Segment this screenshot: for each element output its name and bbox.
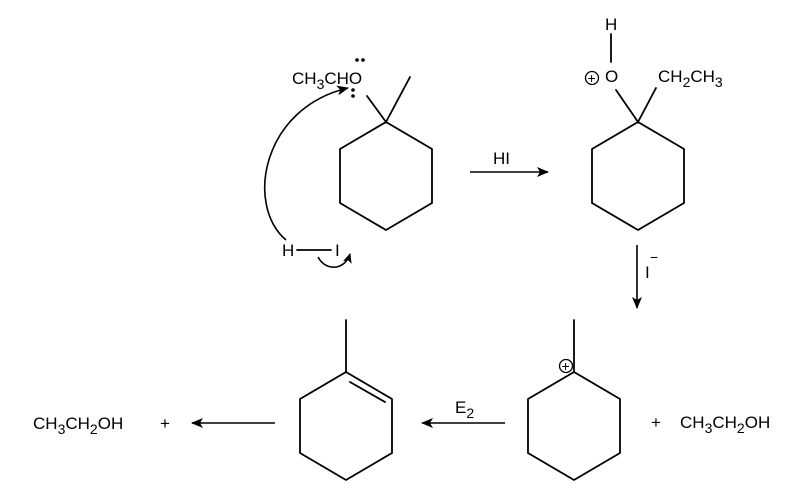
oxonium-h-label: H (605, 15, 617, 34)
reactant-methyl-bond (385, 76, 411, 123)
step3-arrow-group: E2 (421, 398, 505, 428)
reactant-molecule: CH3CHO H I (264, 58, 433, 268)
step2-reagent-charge: − (650, 249, 658, 265)
final-plus-sign: + (160, 414, 170, 433)
carbocation-cyclohexane-ring (527, 371, 621, 481)
carbocation-molecule: + + CH3CH2OH (527, 319, 770, 481)
oxonium-cyclohexane-ring (591, 121, 685, 231)
carbocation-ethanol-label: CH3CH2OH (680, 413, 770, 436)
svg-text:+: + (588, 70, 596, 86)
acid-h-label: H (282, 241, 294, 260)
step1-reagent: HI (493, 149, 510, 168)
alkene-molecule (299, 319, 393, 481)
final-ethanol-group: CH3CH2OH + (33, 414, 170, 437)
reactant-cyclohexane-ring (339, 121, 433, 231)
oxonium-ethyl-label: CH2CH3 (658, 67, 723, 90)
svg-text:+: + (562, 358, 570, 374)
carbocation-plus-sign: + (651, 413, 661, 432)
bond-cleavage-arrow (317, 253, 352, 268)
step2-arrow-group: I − (632, 245, 658, 309)
oxonium-o-c-bond (615, 89, 639, 123)
acid-i-label: I (335, 241, 340, 260)
reactant-oxygen-lone-pairs (351, 58, 365, 98)
step3-reagent: E2 (455, 398, 474, 421)
step2-reagent: I (645, 263, 650, 282)
carbocation-positive-charge: + (558, 358, 574, 374)
step1-arrow-group: HI (470, 149, 549, 177)
alkene-cyclohexane-ring (299, 371, 393, 481)
alkene-double-bond-inner (349, 381, 386, 403)
final-ethanol-label: CH3CH2OH (33, 414, 123, 437)
reactant-o-c-bond (366, 95, 387, 123)
oxonium-molecule: H O + CH2CH3 (584, 15, 723, 231)
oxonium-positive-charge: + (584, 70, 600, 86)
oxonium-ethyl-bond (637, 87, 657, 123)
oxonium-o-label: O (605, 67, 618, 86)
lone-pair-attack-arrow (264, 85, 349, 241)
reactant-ethoxy-label: CH3CHO (292, 69, 362, 92)
